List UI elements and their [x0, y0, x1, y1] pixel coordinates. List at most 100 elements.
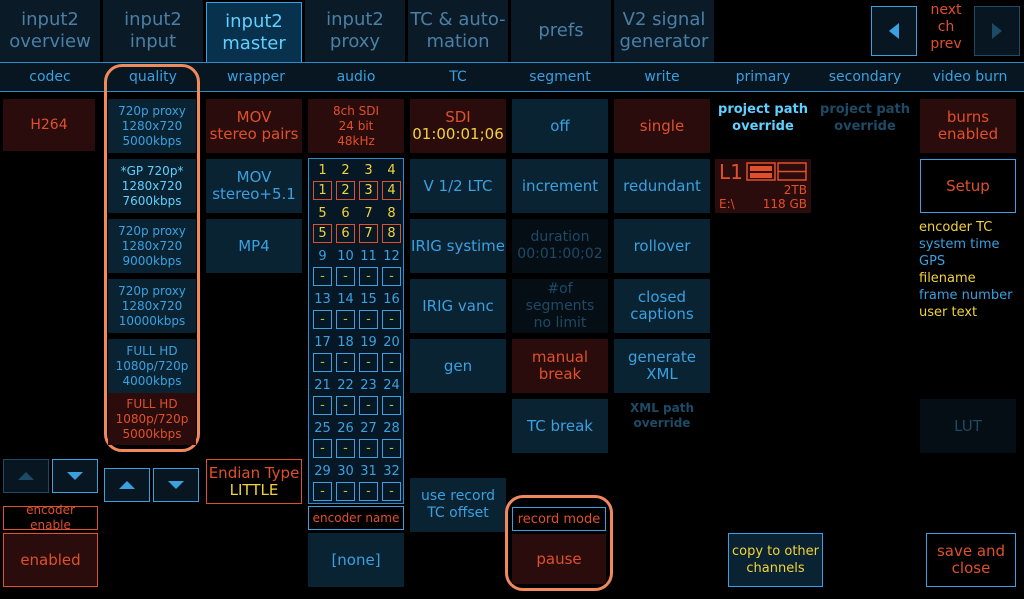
burn-item[interactable]: GPS [919, 254, 946, 269]
audio-channel-map-cell[interactable]: - [382, 353, 401, 372]
audio-channel-map-cell[interactable]: - [336, 353, 355, 372]
primary-drive-tile[interactable]: L1 2TB E:\ 118 GB [715, 159, 811, 213]
drive-path: E:\ [719, 197, 735, 211]
audio-channel-map-cell[interactable]: - [359, 396, 378, 415]
codec-down-button[interactable] [52, 459, 98, 493]
audio-channel-map-cell[interactable]: - [336, 439, 355, 458]
audio-channel-map-cell[interactable]: - [359, 267, 378, 286]
audio-channel-map-cell[interactable]: - [336, 396, 355, 415]
lut-button[interactable]: LUT [920, 399, 1016, 453]
write-single-button[interactable]: single [614, 99, 710, 153]
audio-channel-map-cell[interactable]: - [336, 267, 355, 286]
tab-tc-automation[interactable]: TC & auto-mation [408, 0, 508, 62]
audio-channel-map-cell[interactable]: - [382, 310, 401, 329]
audio-channel-map-cell[interactable]: - [313, 353, 332, 372]
audio-channel-map-cell[interactable]: - [382, 396, 401, 415]
tc-break-button[interactable]: TC break [512, 399, 608, 453]
write-redundant-button[interactable]: redundant [614, 159, 710, 213]
burn-item[interactable]: frame number [919, 288, 1013, 303]
audio-channel-map-cell[interactable]: - [313, 482, 332, 501]
triangle-down-icon [168, 481, 184, 489]
quality-down-button[interactable] [153, 468, 199, 502]
audio-channel-map-cell[interactable]: - [359, 310, 378, 329]
burn-item[interactable]: encoder TC [919, 220, 993, 235]
prev-channel-button[interactable] [871, 6, 917, 56]
burn-item[interactable]: user text [919, 305, 978, 320]
segment-off-button[interactable]: off [512, 99, 608, 153]
tc-gen-button[interactable]: gen [410, 339, 506, 393]
audio-channel-map-cell[interactable]: 3 [359, 181, 378, 200]
audio-channel-map-cell[interactable]: - [336, 310, 355, 329]
audio-channel-map-cell[interactable]: 4 [382, 181, 401, 200]
burn-item[interactable]: filename [919, 271, 976, 286]
audio-channel-map-cell[interactable]: - [382, 267, 401, 286]
audio-channel-map-cell[interactable]: - [359, 482, 378, 501]
audio-channel-number: 9 [318, 249, 327, 264]
audio-format-line: 48kHz [337, 133, 375, 148]
triangle-up-icon [18, 472, 34, 480]
audio-channel-map-cell[interactable]: - [359, 439, 378, 458]
audio-channel-map-cell[interactable]: 7 [359, 224, 378, 243]
codec-h264-button[interactable]: H264 [3, 99, 95, 151]
encoder-name-value-button[interactable]: [none] [308, 533, 404, 587]
audio-channel-map-cell[interactable]: - [313, 267, 332, 286]
audio-channel-map-cell[interactable]: 8 [382, 224, 401, 243]
audio-channel-map-cell[interactable]: - [382, 482, 401, 501]
audio-channel-map-cell[interactable]: - [336, 482, 355, 501]
segment-increment-button[interactable]: increment [512, 159, 608, 213]
audio-channel-map-cell[interactable]: 6 [336, 224, 355, 243]
column-tc: TC [449, 69, 467, 85]
audio-channel-map-cell[interactable]: - [359, 353, 378, 372]
audio-channel-map-cell[interactable]: - [313, 310, 332, 329]
tc-irig-systime-button[interactable]: IRIG systime [410, 219, 506, 273]
tab-prefs[interactable]: prefs [511, 0, 611, 62]
codec-up-button[interactable] [3, 459, 49, 493]
wrapper-mp4-button[interactable]: MP4 [206, 219, 302, 273]
record-mode-pause-button[interactable]: pause [512, 534, 606, 584]
burn-item[interactable]: system time [919, 237, 1000, 252]
audio-channel-map-cell[interactable]: - [382, 439, 401, 458]
tc-v12-ltc-button[interactable]: V 1/2 LTC [410, 159, 506, 213]
tc-irig-vanc-button[interactable]: IRIG vanc [410, 279, 506, 333]
audio-channel-map-cell[interactable]: - [313, 439, 332, 458]
write-rollover-button[interactable]: rollover [614, 219, 710, 273]
burn-setup-button[interactable]: Setup [920, 159, 1016, 213]
next-channel-button[interactable] [974, 6, 1020, 56]
audio-channel-number: 19 [360, 335, 377, 350]
quality-up-button[interactable] [104, 468, 150, 502]
audio-channel-map-cell[interactable]: 1 [313, 181, 332, 200]
audio-channel-map-cell[interactable]: 2 [336, 181, 355, 200]
audio-channel-map-cell[interactable]: 5 [313, 224, 332, 243]
encoder-enabled-button[interactable]: enabled [3, 533, 98, 587]
audio-channel-map-cell[interactable]: - [313, 396, 332, 415]
